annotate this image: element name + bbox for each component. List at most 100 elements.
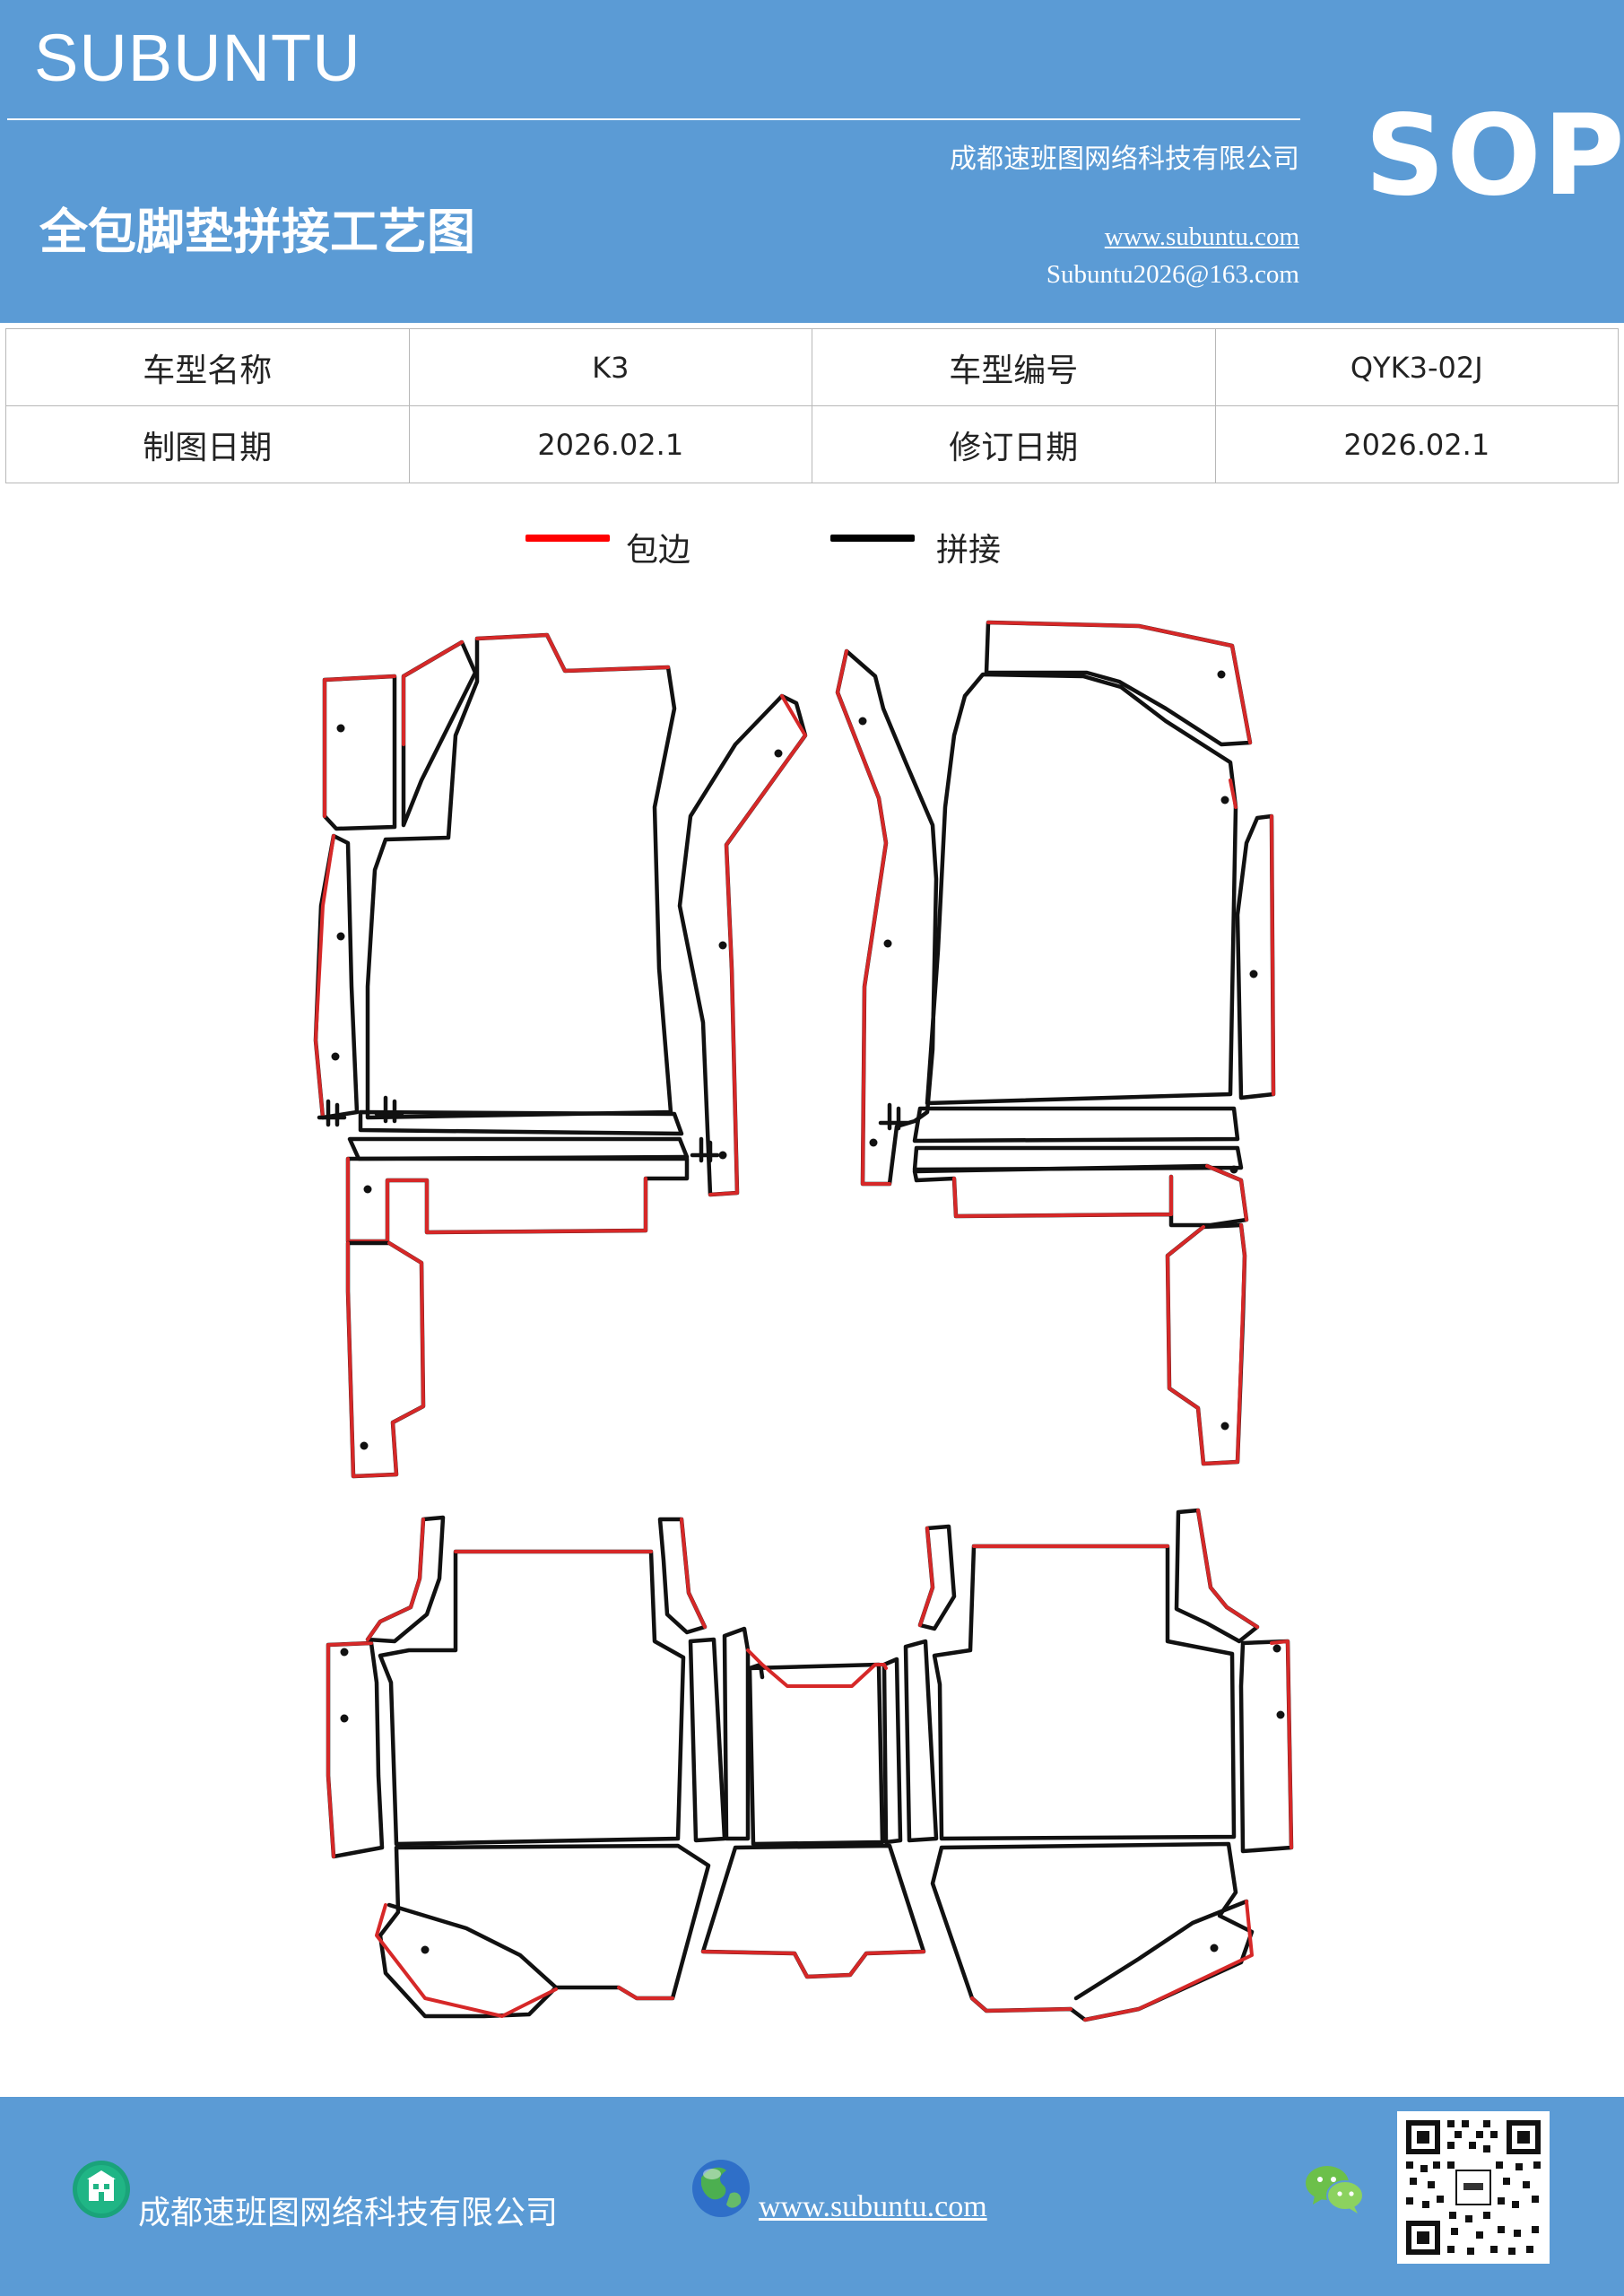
mounting-hole <box>1220 1422 1229 1431</box>
mat-piece <box>881 1657 903 1845</box>
mat-piece <box>347 1136 690 1161</box>
footer-website-link[interactable]: www.subuntu.com <box>759 2190 987 2223</box>
qr-code[interactable] <box>1397 2111 1550 2264</box>
mat-piece <box>722 1626 751 1841</box>
mat-piece <box>680 1518 707 1629</box>
mounting-hole <box>1217 670 1226 679</box>
legend-binding-swatch <box>525 535 610 542</box>
mat-piece <box>378 1843 711 2019</box>
floor-mat-diagram <box>313 620 1294 2022</box>
seam-mark <box>374 1095 404 1124</box>
mat-piece <box>912 1106 1240 1144</box>
mounting-hole <box>883 939 892 948</box>
mat-piece <box>836 649 891 1186</box>
mat-piece <box>326 1640 385 1859</box>
legend-seam-swatch <box>830 535 915 542</box>
mat-piece <box>1174 1508 1260 1644</box>
mounting-hole <box>1229 1165 1238 1174</box>
mat-piece <box>375 1903 674 2018</box>
seam-mark <box>690 1136 720 1163</box>
mat-piece <box>1270 814 1275 1096</box>
mat-piece <box>700 1843 926 1979</box>
mat-piece <box>1238 1639 1294 1854</box>
mounting-hole <box>1249 970 1258 978</box>
mat-piece <box>358 1109 684 1136</box>
mat-piece <box>475 633 670 673</box>
mat-piece <box>402 640 464 746</box>
page-footer: 成都速班图网络科技有限公司 www.subuntu.com <box>0 2097 1624 2296</box>
draw-date-value: 2026.02.1 <box>408 405 812 483</box>
mat-piece <box>378 1549 686 1847</box>
mat-piece <box>930 1841 1255 2022</box>
mounting-hole <box>331 1052 340 1061</box>
document-title: 全包脚垫拼接工艺图 <box>39 203 475 260</box>
table-row: 车型名称 K3 车型编号 QYK3-02J <box>5 328 1619 406</box>
model-code-label: 车型编号 <box>812 328 1216 406</box>
mat-piece <box>1270 1639 1293 1849</box>
footer-company-name: 成都速班图网络科技有限公司 <box>138 2195 559 2231</box>
model-name-label: 车型名称 <box>5 328 410 406</box>
mounting-hole <box>421 1945 430 1954</box>
mat-piece <box>970 1900 1254 2022</box>
mat-piece <box>366 1518 425 1641</box>
mounting-hole <box>718 941 727 950</box>
mat-piece <box>314 834 335 1119</box>
mounting-hole <box>1210 1944 1219 1952</box>
header-divider <box>7 118 1300 120</box>
mat-piece <box>708 694 807 1196</box>
table-row: 制图日期 2026.02.1 修订日期 2026.02.1 <box>5 405 1619 483</box>
page-header: SUBUNTU 全包脚垫拼接工艺图 成都速班图网络科技有限公司 www.subu… <box>0 0 1624 323</box>
building-icon <box>73 2161 130 2218</box>
mat-piece <box>1229 778 1238 809</box>
revise-date-value: 2026.02.1 <box>1214 405 1619 483</box>
mounting-hole <box>340 1714 349 1723</box>
mat-piece <box>326 1641 373 1858</box>
mat-piece <box>1166 1223 1246 1465</box>
sop-badge: SOP <box>1365 91 1624 221</box>
mat-piece <box>746 1648 888 1688</box>
mat-piece <box>688 1637 727 1843</box>
mounting-hole <box>1220 796 1229 804</box>
vehicle-info-table: 车型名称 K3 车型编号 QYK3-02J 制图日期 2026.02.1 修订日… <box>5 328 1619 483</box>
mat-piece <box>1073 1899 1249 2001</box>
mounting-hole <box>718 1151 727 1160</box>
mounting-hole <box>363 1185 372 1194</box>
mat-piece <box>903 1639 939 1843</box>
mat-piece <box>677 693 808 1197</box>
mat-piece <box>918 1526 934 1627</box>
brand-name: SUBUNTU <box>34 21 361 95</box>
rear-mat-group <box>326 1508 1294 2022</box>
mat-piece <box>701 1950 925 1979</box>
mat-piece <box>1235 813 1276 1100</box>
seam-mark <box>878 1102 910 1131</box>
mat-piece <box>986 621 1252 744</box>
mat-piece <box>925 672 1238 1106</box>
email-address[interactable]: Subuntu2026@163.com <box>1046 260 1299 289</box>
mounting-hole <box>360 1441 369 1450</box>
mat-piece <box>747 1662 885 1847</box>
seam-mark <box>317 1099 347 1127</box>
revise-date-label: 修订日期 <box>812 405 1216 483</box>
mat-piece <box>386 1902 559 1990</box>
mounting-hole <box>1276 1710 1285 1719</box>
mounting-hole <box>340 1648 349 1657</box>
legend-seam-label: 拼接 <box>936 532 1002 569</box>
mounting-hole <box>336 932 345 941</box>
mounting-hole <box>774 749 783 758</box>
mat-piece <box>932 1544 1237 1841</box>
mat-piece <box>365 632 677 1120</box>
mounting-hole <box>858 717 867 726</box>
draw-date-label: 制图日期 <box>5 405 410 483</box>
company-name: 成都速班图网络科技有限公司 <box>950 144 1299 175</box>
website-link[interactable]: www.subuntu.com <box>1104 222 1299 251</box>
wechat-icon[interactable] <box>1304 2161 1365 2215</box>
mat-piece <box>346 1241 425 1478</box>
mat-piece <box>322 674 397 831</box>
mat-piece <box>345 1240 426 1479</box>
mat-piece <box>1165 1222 1247 1466</box>
mat-piece <box>323 674 396 818</box>
mat-piece <box>912 1145 1244 1172</box>
model-code-value: QYK3-02J <box>1214 328 1619 406</box>
front-left-mat-group <box>313 632 808 1479</box>
mounting-hole <box>869 1138 878 1147</box>
